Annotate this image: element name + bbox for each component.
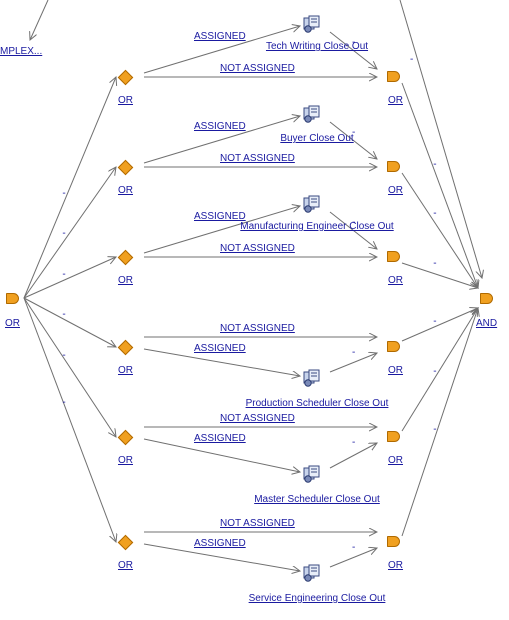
activity-icon-5[interactable] [303,564,321,582]
edge-dash-root-4: - [62,349,66,361]
edge-dash-activity-1: - [352,127,356,138]
activity-icon-1[interactable] [303,105,321,123]
activity-icon-2[interactable] [303,195,321,213]
edge-join-to-and-4 [401,308,478,432]
edge-assigned-0 [143,26,300,74]
edge-activity-to-join-1 [329,121,377,159]
edge-join-to-and-5 [401,308,478,537]
join-or-gate-icon-5[interactable] [387,536,400,547]
and-gate-icon[interactable] [480,293,493,304]
assigned-label-2[interactable]: ASSIGNED [194,211,246,222]
edge-dash-activity-0: - [352,37,356,48]
activity-label-2[interactable]: Manufacturing Engineer Close Out [240,221,394,232]
activity-icon-0[interactable] [303,15,321,33]
activity-label-1[interactable]: Buyer Close Out [280,133,354,144]
join-or-gate-icon-1[interactable] [387,161,400,172]
edge-dash-top: - [410,54,414,65]
edge-dash-activity-3: - [352,347,356,358]
edge-offscreen-left [30,0,49,40]
edge-join-to-and-3 [401,308,478,342]
edge-activity-to-join-2 [329,211,377,249]
not-assigned-label-0[interactable]: NOT ASSIGNED [220,63,295,74]
root-or-label[interactable]: OR [5,318,20,329]
assigned-label-4[interactable]: ASSIGNED [194,433,246,444]
edge-root-to-condition-0 [23,77,116,299]
edge-assigned-2 [143,206,300,254]
edge-dash-join-0: - [433,158,437,170]
join-or-label-1[interactable]: OR [388,185,403,196]
activity-label-4[interactable]: Master Scheduler Close Out [254,494,380,505]
edge-root-to-condition-4 [23,297,116,437]
activity-label-0[interactable]: Tech Writing Close Out [265,41,369,52]
edge-join-to-and-1 [401,172,478,288]
condition-or-label-4[interactable]: OR [118,455,133,466]
not-assigned-label-1[interactable]: NOT ASSIGNED [220,153,295,164]
join-or-label-3[interactable]: OR [388,365,403,376]
edge-offscreen-top [399,0,482,278]
activity-label-5[interactable]: Service Engineering Close Out [248,593,386,604]
not-assigned-label-5[interactable]: NOT ASSIGNED [220,518,295,529]
edge-assigned-5 [143,543,300,571]
join-or-label-0[interactable]: OR [388,95,403,106]
edge-activity-to-join-4 [329,443,377,469]
activity-label-3[interactable]: Production Scheduler Close Out [245,398,389,409]
edge-root-to-condition-3 [23,297,116,347]
edge-dash-join-4: - [433,365,437,377]
edge-assigned-3 [143,348,300,376]
assigned-label-1[interactable]: ASSIGNED [194,121,246,132]
edges-layer [23,0,482,571]
edge-dash-join-5: - [433,423,437,435]
condition-or-label-2[interactable]: OR [118,275,133,286]
edge-root-to-condition-5 [23,297,116,542]
join-or-label-5[interactable]: OR [388,560,403,571]
assigned-label-3[interactable]: ASSIGNED [194,343,246,354]
and-label[interactable]: AND [476,318,498,329]
edge-dash-join-1: - [433,208,437,220]
condition-or-label-0[interactable]: OR [118,95,133,106]
not-assigned-label-3[interactable]: NOT ASSIGNED [220,323,295,334]
join-or-gate-icon-4[interactable] [387,431,400,442]
assigned-label-5[interactable]: ASSIGNED [194,538,246,549]
edge-dash-activity-5: - [352,542,356,553]
edge-dash-root-3: - [62,309,66,321]
edge-dash-activity-4: - [352,437,356,448]
edge-join-to-and-0 [401,82,478,288]
condition-or-label-3[interactable]: OR [118,365,133,376]
not-assigned-label-4[interactable]: NOT ASSIGNED [220,413,295,424]
activity-icon-3[interactable] [303,369,321,387]
truncated-activity-label[interactable]: MPLEX... [0,46,43,57]
edge-root-to-condition-1 [23,167,116,299]
edge-assigned-1 [143,116,300,164]
edge-join-to-and-2 [401,262,478,288]
edge-dash-root-5: - [62,396,66,408]
edge-activity-to-join-0 [329,31,377,69]
edge-dash-activity-2: - [352,217,356,228]
edge-dash-root-0: - [62,187,66,199]
edge-activity-to-join-5 [329,548,377,568]
edge-activity-to-join-3 [329,353,377,373]
edge-dash-join-2: - [433,257,437,269]
join-or-gate-icon-3[interactable] [387,341,400,352]
condition-or-label-5[interactable]: OR [118,560,133,571]
condition-or-label-1[interactable]: OR [118,185,133,196]
edge-dash-root-2: - [62,268,66,280]
join-or-label-2[interactable]: OR [388,275,403,286]
join-or-label-4[interactable]: OR [388,455,403,466]
edge-dash-root-1: - [62,228,66,240]
join-or-gate-icon-0[interactable] [387,71,400,82]
activity-icon-4[interactable] [303,465,321,483]
edge-dash-join-3: - [433,316,437,328]
assigned-label-0[interactable]: ASSIGNED [194,31,246,42]
edge-root-to-condition-2 [23,257,116,299]
edge-assigned-4 [143,438,300,472]
join-or-gate-icon-2[interactable] [387,251,400,262]
not-assigned-label-2[interactable]: NOT ASSIGNED [220,243,295,254]
root-or-gate-icon[interactable] [6,293,19,304]
